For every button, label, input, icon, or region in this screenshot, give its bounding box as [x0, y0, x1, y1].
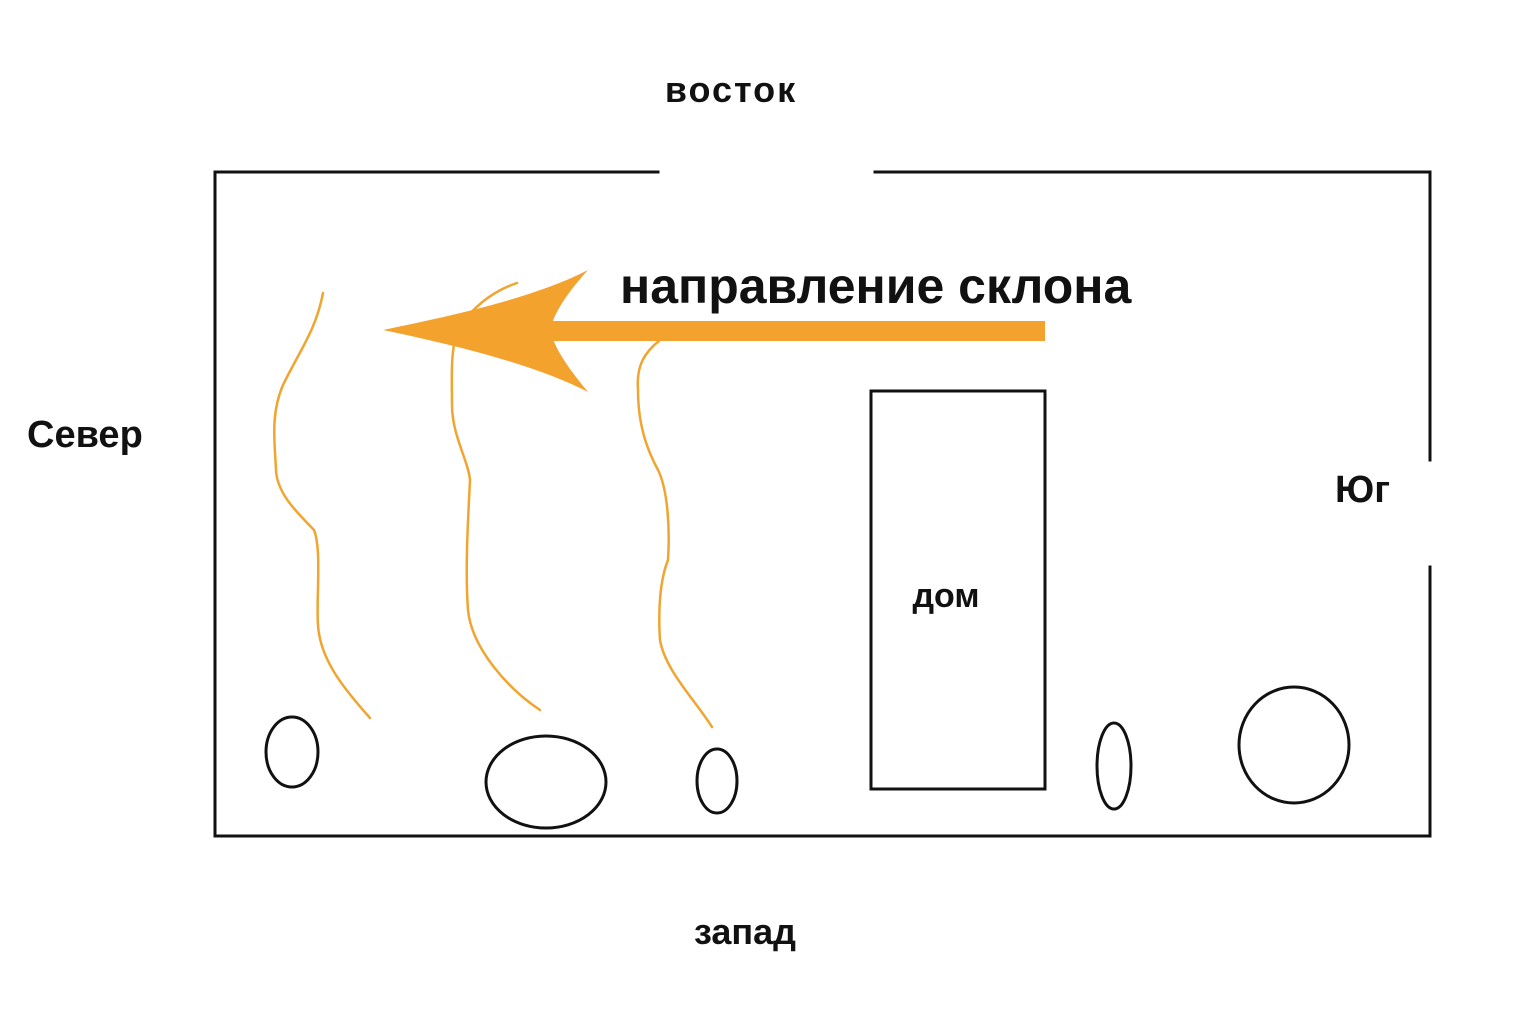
west-label: запад [694, 911, 796, 952]
south-label: Юг [1335, 469, 1390, 511]
tree-ellipse [695, 747, 739, 815]
tree-ellipse [484, 734, 608, 830]
house-label: дом [912, 577, 979, 615]
slope-direction-label: направление склона [620, 258, 1132, 314]
contour-line [636, 338, 714, 729]
tree-ellipse [1095, 721, 1133, 811]
contour-line [273, 291, 372, 720]
tree-ellipse [1237, 685, 1351, 805]
slope-arrow [383, 270, 1045, 392]
plot-boundary [213, 170, 1432, 838]
left-arrow-icon [383, 270, 588, 392]
slope-arrow-shaft [540, 321, 1045, 341]
house-outline [869, 389, 1047, 791]
trees [264, 685, 1351, 830]
east-label: восток [665, 69, 797, 110]
tree-ellipse [264, 715, 320, 789]
north-label: Север [27, 414, 143, 456]
